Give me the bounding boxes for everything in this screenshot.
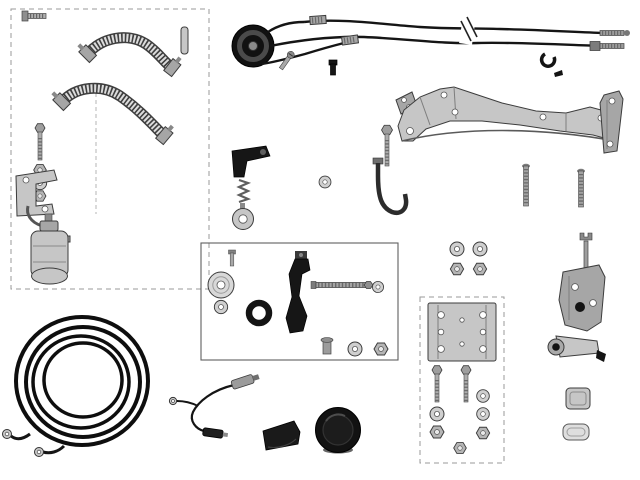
round-knob-cap: Round knob cap xyxy=(315,407,361,454)
hex-nut xyxy=(373,342,389,356)
flat-washer xyxy=(449,241,465,257)
primer-pump-canister xyxy=(26,205,71,285)
kit-boundary-box xyxy=(200,242,399,361)
carriage-bolt xyxy=(459,363,473,404)
flat-washer xyxy=(429,406,445,422)
coil-spring xyxy=(236,178,252,204)
flat-washer xyxy=(213,299,229,315)
upper-fuel-hose xyxy=(77,32,182,78)
pad-large xyxy=(565,387,591,410)
hex-nut xyxy=(449,262,465,276)
mounting-plate xyxy=(427,302,497,362)
flat-washer xyxy=(318,175,332,189)
dowel-pin xyxy=(180,26,189,55)
hex-nut xyxy=(429,425,445,439)
retainer-clip xyxy=(539,52,557,68)
clevis-rod xyxy=(583,240,589,272)
eyelet-ring xyxy=(232,208,254,230)
ring-terminal xyxy=(34,447,44,457)
side-bracket xyxy=(599,90,624,154)
pivot-arm xyxy=(547,335,606,362)
flat-washer xyxy=(472,241,488,257)
ring-terminal xyxy=(2,429,12,439)
cable-end-fitting xyxy=(599,30,630,36)
pad-small xyxy=(562,423,590,441)
flat-washer xyxy=(371,280,385,294)
cable-lower xyxy=(261,41,345,66)
cable-drum xyxy=(231,24,275,68)
wiring-harness: Wiring harness with connectors xyxy=(168,374,260,439)
support-plate-group: Support plate and side bracket xyxy=(395,86,624,154)
pivot-bracket xyxy=(558,264,606,332)
cable-fitting xyxy=(340,34,360,46)
flat-washer xyxy=(476,407,490,421)
lever-spring-eyelet: Lever, spring and eyelet xyxy=(231,145,271,230)
kit-boundary-box xyxy=(10,8,210,290)
clevis-end xyxy=(579,232,593,241)
hex-nut xyxy=(472,262,488,276)
hex-nut xyxy=(475,426,491,440)
threaded-stud xyxy=(522,163,530,207)
shift-cable xyxy=(269,35,604,48)
fastener-set: Bolts, studs, hook and washer xyxy=(318,123,585,215)
cable-fitting xyxy=(309,14,327,26)
cable xyxy=(267,20,305,34)
bullet-connector xyxy=(202,427,229,439)
kit-boundary-box xyxy=(419,296,505,464)
link-arm xyxy=(285,251,311,334)
rubber-wedge-cap: Rubber wedge cap xyxy=(262,420,301,451)
linkage-kit: Linkage kit xyxy=(200,242,399,361)
flat-washer xyxy=(476,389,490,403)
threaded-stud xyxy=(577,168,585,208)
small-bolt-horizontal xyxy=(21,10,47,22)
lower-fuel-hose xyxy=(51,82,174,146)
mounting-plate-kit: Mounting plate hardware kit xyxy=(419,296,505,464)
cable-end-fitting xyxy=(589,41,625,51)
mounting-bolt xyxy=(33,121,47,162)
hose-primer-kit: Hose and primer pump kit xyxy=(10,8,210,290)
break-mark xyxy=(459,15,478,45)
pivot-linkage: Pivot bracket linkage xyxy=(547,232,606,362)
slotted-screw xyxy=(278,51,295,71)
harness-wire xyxy=(190,383,235,433)
threaded-rod xyxy=(310,281,374,289)
throttle-cable xyxy=(303,19,605,35)
o-ring-grommet xyxy=(245,299,273,327)
mini-bolt xyxy=(228,249,236,267)
support-plate xyxy=(397,86,620,142)
battery-cable-coil: Battery cable coil with ring terminals xyxy=(2,315,150,457)
small-clip xyxy=(554,70,563,77)
ring-terminal xyxy=(168,396,178,406)
eyelet-stem xyxy=(240,203,245,210)
large-washer xyxy=(207,271,235,299)
branch-wire xyxy=(176,400,199,407)
cable-lead xyxy=(10,432,31,441)
swivel-fitting xyxy=(320,337,334,355)
lever-pivot xyxy=(260,149,266,155)
washer-nut-set: Washer and nut set xyxy=(449,241,488,276)
sheet-bracket xyxy=(15,169,58,217)
black-lever-arm xyxy=(231,145,271,178)
flat-washer xyxy=(347,341,363,357)
bullet-connector xyxy=(230,374,260,390)
cable-lead xyxy=(42,444,66,455)
control-cables: Throttle and shift control cables xyxy=(231,14,630,77)
black-bolt xyxy=(328,59,338,76)
cable-guide-hook xyxy=(372,157,409,215)
rubber-pads: Rubber pads xyxy=(562,387,591,441)
hex-nut xyxy=(453,442,467,454)
carriage-bolt xyxy=(430,363,444,404)
